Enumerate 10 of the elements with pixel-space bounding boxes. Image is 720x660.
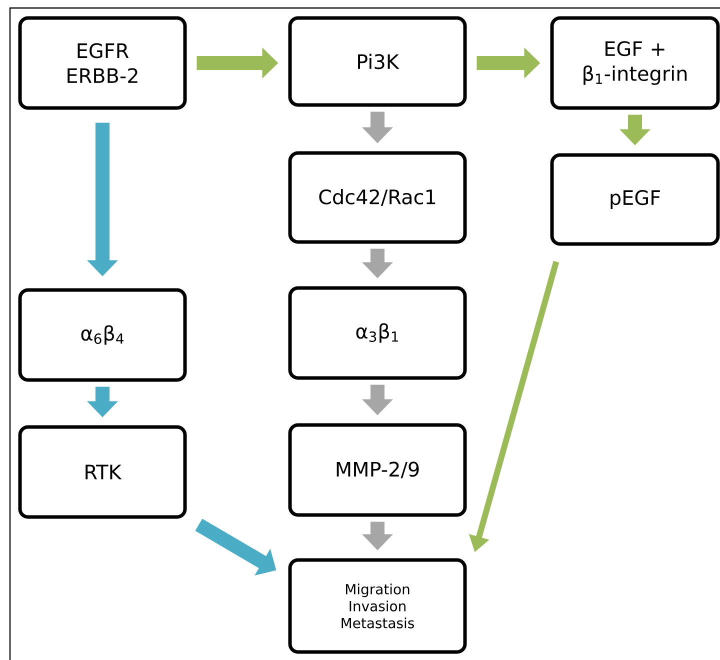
process-box: EGFR ERBB-2 (18, 16, 187, 110)
process-box: Pi3K (288, 16, 467, 107)
process-box: Migration Invasion Metastasis (288, 558, 467, 654)
process-box: RTK (18, 425, 187, 519)
process-box: EGF + β$_{1}$-integrin (550, 16, 720, 110)
process-box: MMP-2/9 (288, 423, 467, 517)
process-box: Cdc42/Rac1 (288, 151, 467, 244)
process-box: α$_{3}$β$_{1}$ (288, 286, 467, 380)
process-box: α$_{6}$β$_{4}$ (18, 288, 187, 382)
process-box: pEGF (550, 153, 720, 246)
